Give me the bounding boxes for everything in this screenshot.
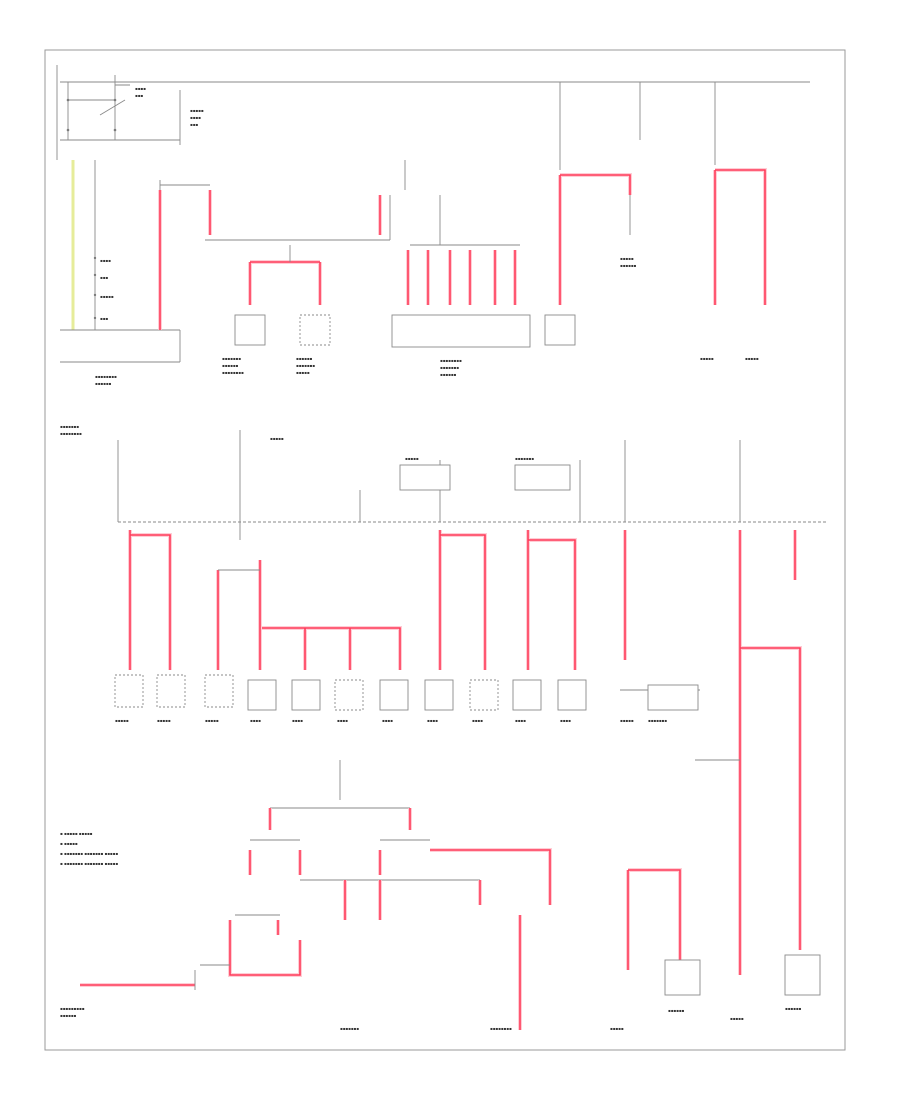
svg-text:▪▪▪▪: ▪▪▪▪ bbox=[135, 86, 146, 91]
svg-text:▪▪▪: ▪▪▪ bbox=[190, 122, 198, 127]
module-box bbox=[391, 314, 531, 348]
svg-text:▪ ▪▪▪▪▪▪▪ ▪▪▪▪▪▪▪ ▪▪▪▪▪: ▪ ▪▪▪▪▪▪▪ ▪▪▪▪▪▪▪ ▪▪▪▪▪ bbox=[60, 861, 118, 866]
svg-text:▪ ▪▪▪▪▪: ▪ ▪▪▪▪▪ bbox=[60, 841, 78, 846]
svg-text:▪▪▪▪▪▪: ▪▪▪▪▪▪ bbox=[60, 1013, 77, 1018]
svg-text:▪▪▪▪▪▪▪: ▪▪▪▪▪▪▪ bbox=[440, 365, 459, 370]
svg-text:▪▪▪▪: ▪▪▪▪ bbox=[560, 718, 571, 723]
svg-text:▪▪▪: ▪▪▪ bbox=[135, 93, 143, 98]
svg-text:▪▪▪▪▪: ▪▪▪▪▪ bbox=[620, 256, 634, 261]
svg-text:▪▪▪▪▪: ▪▪▪▪▪ bbox=[745, 356, 759, 361]
svg-text:▪▪▪▪▪: ▪▪▪▪▪ bbox=[270, 436, 284, 441]
fuse-block-relay: ▪▪▪▪▪▪▪ ▪▪▪▪▪▪▪▪▪▪▪▪ bbox=[56, 65, 204, 330]
middle-bus-feeds: ▪▪▪▪▪▪▪▪▪▪▪▪▪▪▪ ▪▪▪▪▪▪▪▪▪▪▪▪▪▪▪▪▪ bbox=[60, 424, 741, 540]
left-harness: ▪▪▪▪▪▪▪ ▪▪▪▪▪▪▪▪ ▪▪▪▪▪▪▪▪▪▪▪▪▪▪ bbox=[60, 160, 181, 386]
svg-text:▪▪▪▪▪: ▪▪▪▪▪ bbox=[610, 1026, 624, 1031]
svg-text:▪▪▪: ▪▪▪ bbox=[100, 316, 108, 321]
svg-text:▪▪▪▪▪▪▪▪▪: ▪▪▪▪▪▪▪▪▪ bbox=[60, 1006, 85, 1011]
svg-text:▪▪▪▪▪: ▪▪▪▪▪ bbox=[190, 108, 204, 113]
svg-text:▪▪▪▪▪▪: ▪▪▪▪▪▪ bbox=[95, 381, 112, 386]
svg-text:▪▪▪▪▪▪▪: ▪▪▪▪▪▪▪ bbox=[222, 356, 241, 361]
bottom-sub-harness: ▪ ▪▪▪▪▪ ▪▪▪▪▪ ▪ ▪▪▪▪▪ ▪ ▪▪▪▪▪▪▪ ▪▪▪▪▪▪▪ … bbox=[60, 759, 821, 1031]
svg-text:▪▪▪▪: ▪▪▪▪ bbox=[190, 115, 201, 120]
lower-branches bbox=[128, 530, 802, 975]
svg-text:▪▪▪▪▪: ▪▪▪▪▪ bbox=[405, 456, 419, 461]
svg-text:▪▪▪▪▪▪▪: ▪▪▪▪▪▪▪ bbox=[340, 1026, 359, 1031]
svg-text:▪▪▪▪▪: ▪▪▪▪▪ bbox=[205, 718, 219, 723]
svg-text:▪▪▪▪▪▪: ▪▪▪▪▪▪ bbox=[440, 372, 457, 377]
svg-text:▪▪▪▪▪▪▪▪: ▪▪▪▪▪▪▪▪ bbox=[440, 358, 462, 363]
svg-text:▪▪▪▪: ▪▪▪▪ bbox=[427, 718, 438, 723]
top-right-branches: ▪▪▪▪▪▪▪▪▪▪▪ ▪▪▪▪▪▪▪▪▪▪ bbox=[544, 82, 767, 361]
svg-text:▪▪▪▪: ▪▪▪▪ bbox=[292, 718, 303, 723]
upper-splice-branch: ▪▪▪▪▪▪▪▪▪▪▪▪▪▪▪▪▪▪▪▪▪ ▪▪▪▪▪▪▪▪▪▪▪▪▪▪▪▪▪▪ bbox=[160, 184, 391, 375]
svg-text:▪▪▪: ▪▪▪ bbox=[100, 275, 108, 280]
svg-text:▪▪▪▪▪▪▪▪: ▪▪▪▪▪▪▪▪ bbox=[222, 370, 244, 375]
svg-text:▪▪▪▪▪▪: ▪▪▪▪▪▪ bbox=[620, 263, 637, 268]
svg-text:▪▪▪▪▪▪: ▪▪▪▪▪▪ bbox=[222, 363, 239, 368]
svg-text:▪▪▪▪: ▪▪▪▪ bbox=[382, 718, 393, 723]
svg-text:▪▪▪▪▪: ▪▪▪▪▪ bbox=[620, 718, 634, 723]
svg-text:▪▪▪▪▪▪▪: ▪▪▪▪▪▪▪ bbox=[648, 718, 667, 723]
svg-text:▪ ▪▪▪▪▪▪▪ ▪▪▪▪▪▪▪ ▪▪▪▪▪: ▪ ▪▪▪▪▪▪▪ ▪▪▪▪▪▪▪ ▪▪▪▪▪ bbox=[60, 851, 118, 856]
svg-text:▪▪▪▪▪▪: ▪▪▪▪▪▪ bbox=[668, 1008, 685, 1013]
svg-text:▪▪▪▪▪▪▪: ▪▪▪▪▪▪▪ bbox=[296, 363, 315, 368]
svg-text:▪▪▪▪: ▪▪▪▪ bbox=[515, 718, 526, 723]
diagram-frame bbox=[44, 49, 846, 1051]
svg-text:▪▪▪▪▪: ▪▪▪▪▪ bbox=[157, 718, 171, 723]
svg-text:▪▪▪▪▪: ▪▪▪▪▪ bbox=[296, 370, 310, 375]
svg-text:▪▪▪▪▪▪▪▪: ▪▪▪▪▪▪▪▪ bbox=[95, 374, 117, 379]
svg-text:▪▪▪▪▪: ▪▪▪▪▪ bbox=[115, 718, 129, 723]
svg-text:▪▪▪▪▪▪▪: ▪▪▪▪▪▪▪ bbox=[515, 456, 534, 461]
svg-text:▪▪▪▪▪: ▪▪▪▪▪ bbox=[700, 356, 714, 361]
connector-row: ▪▪▪▪▪▪▪▪▪▪ ▪▪▪▪▪▪▪▪▪ ▪▪▪▪▪▪▪▪ ▪▪▪▪▪▪▪▪ ▪… bbox=[114, 674, 699, 723]
svg-text:▪▪▪▪▪▪▪▪: ▪▪▪▪▪▪▪▪ bbox=[60, 431, 82, 436]
svg-text:▪▪▪▪▪▪▪: ▪▪▪▪▪▪▪ bbox=[60, 424, 79, 429]
svg-text:▪▪▪▪▪▪: ▪▪▪▪▪▪ bbox=[296, 356, 313, 361]
svg-text:▪▪▪▪: ▪▪▪▪ bbox=[337, 718, 348, 723]
top-center-module: ▪▪▪▪▪▪▪▪▪▪▪▪▪▪▪▪▪▪▪▪▪ bbox=[391, 160, 531, 377]
svg-text:▪▪▪▪: ▪▪▪▪ bbox=[100, 258, 111, 263]
svg-text:▪▪▪▪▪▪▪▪: ▪▪▪▪▪▪▪▪ bbox=[490, 1026, 512, 1031]
svg-text:▪▪▪▪▪▪: ▪▪▪▪▪▪ bbox=[785, 1006, 802, 1011]
svg-text:▪▪▪▪▪: ▪▪▪▪▪ bbox=[730, 1016, 744, 1021]
svg-text:▪▪▪▪▪: ▪▪▪▪▪ bbox=[100, 294, 114, 299]
svg-text:▪ ▪▪▪▪▪ ▪▪▪▪▪: ▪ ▪▪▪▪▪ ▪▪▪▪▪ bbox=[60, 831, 93, 836]
svg-text:▪▪▪▪: ▪▪▪▪ bbox=[472, 718, 483, 723]
svg-text:▪▪▪▪: ▪▪▪▪ bbox=[250, 718, 261, 723]
